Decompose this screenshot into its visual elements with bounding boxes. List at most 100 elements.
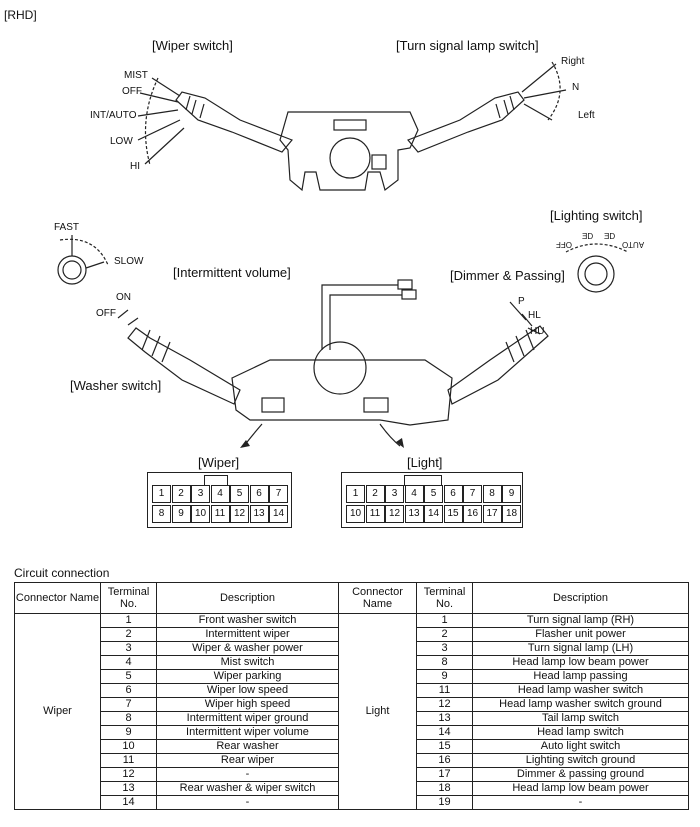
light-terminal-desc: Head lamp switch bbox=[472, 725, 689, 740]
light-pin: 16 bbox=[463, 505, 482, 523]
light-terminal-no: 8 bbox=[416, 655, 473, 670]
wiper-terminal-desc: - bbox=[156, 795, 339, 810]
wiper-pin: 3 bbox=[191, 485, 210, 503]
light-terminal-no: 15 bbox=[416, 739, 473, 754]
wiper-pos-hi: HI bbox=[130, 161, 140, 172]
turn-pos-right: Right bbox=[561, 56, 585, 67]
light-terminal-no: 16 bbox=[416, 753, 473, 768]
light-terminal-desc: Flasher unit power bbox=[472, 627, 689, 642]
light-pin: 1 bbox=[346, 485, 365, 503]
wiper-pin: 5 bbox=[230, 485, 249, 503]
turn-signal-switch-title: [Turn signal lamp switch] bbox=[396, 38, 539, 53]
wiper-terminal-desc: Rear washer & wiper switch bbox=[156, 781, 339, 796]
wiper-terminal-no: 13 bbox=[100, 781, 157, 796]
header-terminal-no: Terminal No. bbox=[100, 582, 157, 614]
wiper-terminal-desc: Wiper low speed bbox=[156, 683, 339, 698]
wiper-connector-name-cell: Wiper bbox=[14, 613, 101, 810]
light-terminal-desc: Dimmer & passing ground bbox=[472, 767, 689, 782]
wiper-terminal-desc: Intermittent wiper volume bbox=[156, 725, 339, 740]
light-pin: 18 bbox=[502, 505, 521, 523]
wiper-terminal-desc: Wiper high speed bbox=[156, 697, 339, 712]
wiper-pin: 7 bbox=[269, 485, 288, 503]
circuit-connection-title: Circuit connection bbox=[14, 566, 110, 580]
wiper-terminal-no: 3 bbox=[100, 641, 157, 656]
wiper-terminal-no: 11 bbox=[100, 753, 157, 768]
wiper-terminal-no: 1 bbox=[100, 613, 157, 628]
light-terminal-desc: Lighting switch ground bbox=[472, 753, 689, 768]
wiper-connector-title: [Wiper] bbox=[198, 455, 240, 470]
light-pin: 7 bbox=[463, 485, 482, 503]
light-connector-key bbox=[404, 475, 442, 486]
light-pin: 10 bbox=[346, 505, 365, 523]
lighting-pos-tail: ƎD bbox=[582, 232, 594, 241]
light-terminal-desc: Head lamp low beam power bbox=[472, 781, 689, 796]
wiper-terminal-no: 9 bbox=[100, 725, 157, 740]
wiper-terminal-desc: Front washer switch bbox=[156, 613, 339, 628]
table-row: 14-19- bbox=[15, 795, 689, 810]
volume-pos-slow: SLOW bbox=[114, 256, 144, 267]
wiper-pin: 2 bbox=[171, 485, 191, 503]
header-terminal-no-2: Terminal No. bbox=[416, 582, 473, 614]
turn-pos-n: N bbox=[572, 82, 580, 93]
wiper-terminal-no: 8 bbox=[100, 711, 157, 726]
header-connector-name-2: Connector Name bbox=[338, 582, 417, 614]
light-terminal-no: 12 bbox=[416, 697, 473, 712]
wiper-pos-off: OFF bbox=[122, 86, 142, 97]
wiper-terminal-desc: Rear washer bbox=[156, 739, 339, 754]
header-description: Description bbox=[156, 582, 339, 614]
light-terminal-no: 9 bbox=[416, 669, 473, 684]
wiper-terminal-desc: Wiper parking bbox=[156, 669, 339, 684]
dimmer-pos-hl: HL bbox=[528, 310, 541, 321]
wiper-pin: 12 bbox=[230, 505, 249, 523]
light-pin: 3 bbox=[385, 485, 404, 503]
light-terminal-no: 1 bbox=[416, 613, 473, 628]
wiper-terminal-no: 14 bbox=[100, 795, 157, 810]
header-connector-name: Connector Name bbox=[14, 582, 101, 614]
light-terminal-desc: Head lamp washer switch ground bbox=[472, 697, 689, 712]
light-terminal-desc: Head lamp washer switch bbox=[472, 683, 689, 698]
wiper-pin: 1 bbox=[152, 485, 171, 503]
wiper-pin: 10 bbox=[191, 505, 210, 523]
wiper-terminal-no: 5 bbox=[100, 669, 157, 684]
dimmer-passing-title: [Dimmer & Passing] bbox=[450, 268, 565, 283]
light-pin: 4 bbox=[404, 485, 424, 503]
lighting-pos-off: OFF bbox=[556, 240, 572, 249]
wiper-terminal-desc: Wiper & washer power bbox=[156, 641, 339, 656]
light-terminal-no: 18 bbox=[416, 781, 473, 796]
light-pin: 17 bbox=[482, 505, 502, 523]
wiper-terminal-desc: - bbox=[156, 767, 339, 782]
light-pin: 6 bbox=[443, 485, 463, 503]
wiper-pin: 4 bbox=[210, 485, 230, 503]
dimmer-pos-hu: HU bbox=[530, 326, 545, 337]
light-terminal-no: 2 bbox=[416, 627, 473, 642]
light-terminal-no: 3 bbox=[416, 641, 473, 656]
wiper-pin: 8 bbox=[152, 505, 171, 523]
table-header-row: Connector Name Terminal No. Description … bbox=[14, 582, 689, 614]
wiper-terminal-desc: Intermittent wiper bbox=[156, 627, 339, 642]
wiper-switch-title: [Wiper switch] bbox=[152, 38, 233, 53]
light-terminal-no: 13 bbox=[416, 711, 473, 726]
intermittent-volume-title: [Intermittent volume] bbox=[173, 265, 291, 280]
switch-diagram bbox=[57, 61, 629, 448]
light-terminal-desc: Head lamp passing bbox=[472, 669, 689, 684]
lighting-pos-head: ƎD bbox=[604, 232, 616, 241]
wiper-pos-low: LOW bbox=[110, 136, 133, 147]
light-terminal-no: 19 bbox=[416, 795, 473, 810]
lighting-pos-auto: AUTO bbox=[622, 240, 645, 249]
wiper-pin: 6 bbox=[249, 485, 269, 503]
light-terminal-desc: Turn signal lamp (RH) bbox=[472, 613, 689, 628]
wiper-terminal-no: 2 bbox=[100, 627, 157, 642]
wiper-pin: 13 bbox=[249, 505, 269, 523]
dimmer-pos-p: P bbox=[518, 296, 525, 307]
wiper-terminal-no: 7 bbox=[100, 697, 157, 712]
light-terminal-no: 17 bbox=[416, 767, 473, 782]
wiper-terminal-no: 6 bbox=[100, 683, 157, 698]
